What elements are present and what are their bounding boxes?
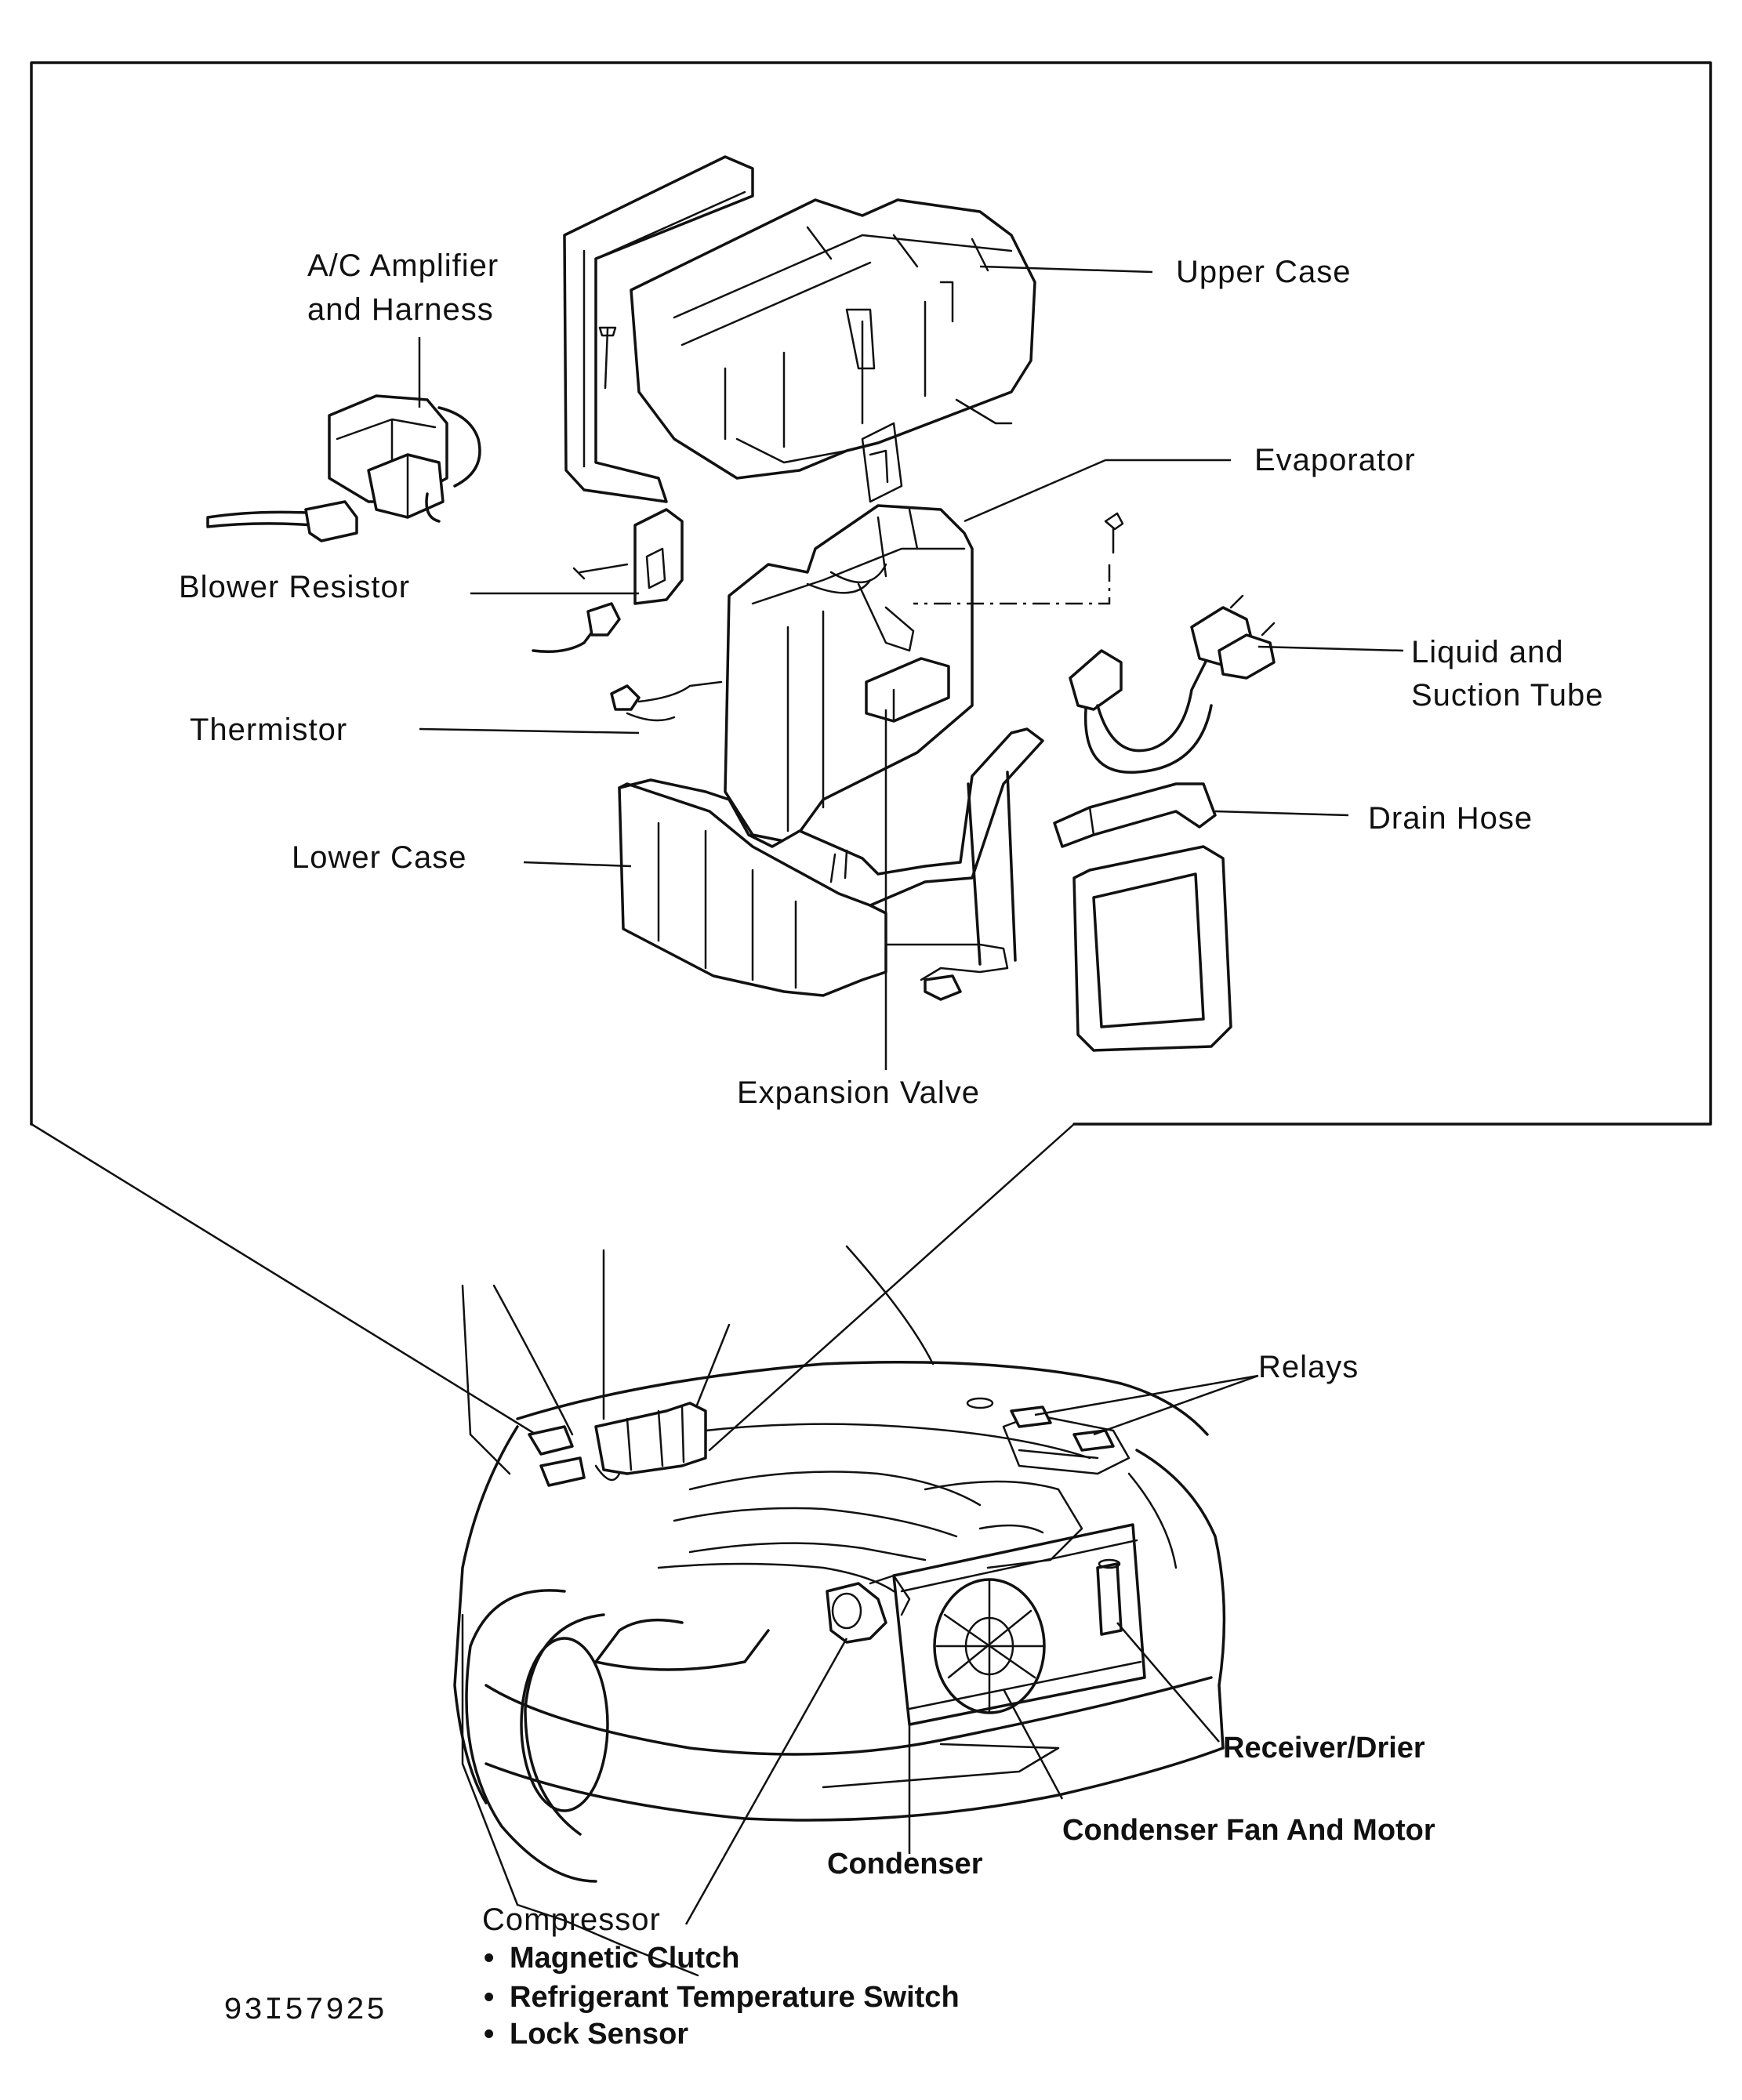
label-liquid-suction-line1: Liquid and xyxy=(1411,635,1564,669)
compressor-bullet-3: • xyxy=(484,2018,494,2051)
compressor-part-refrigerant-temp-switch: Refrigerant Temperature Switch xyxy=(510,1981,960,2014)
label-blower-resistor: Blower Resistor xyxy=(179,570,410,604)
label-ac-amplifier-line1: A/C Amplifier xyxy=(307,248,499,283)
compressor-part-magnetic-clutch: Magnetic Clutch xyxy=(510,1942,739,1975)
label-condenser: Condenser xyxy=(827,1848,983,1881)
compressor-part-lock-sensor: Lock Sensor xyxy=(510,2018,688,2051)
label-evaporator: Evaporator xyxy=(1254,443,1416,477)
thermistor-drawing xyxy=(419,680,723,734)
label-drain-hose: Drain Hose xyxy=(1368,801,1533,836)
ac-amplifier-drawing xyxy=(206,337,481,542)
drain-hose-drawing xyxy=(1053,782,1349,848)
label-condenser-fan-motor: Condenser Fan And Motor xyxy=(1062,1814,1435,1847)
label-ac-amplifier-line2: and Harness xyxy=(307,292,494,327)
seal-frame-drawing xyxy=(1072,845,1232,1052)
callout-lines xyxy=(30,1123,1076,1452)
label-lower-case: Lower Case xyxy=(292,840,466,875)
label-expansion-valve: Expansion Valve xyxy=(737,1075,980,1110)
upper-case-drawing xyxy=(563,155,1153,503)
blower-resistor-drawing xyxy=(470,508,684,653)
liquid-suction-tube-drawing xyxy=(1069,594,1404,774)
evaporator-screw xyxy=(913,512,1124,605)
compressor-bullet-1: • xyxy=(484,1942,494,1975)
label-upper-case: Upper Case xyxy=(1176,255,1351,289)
car-leaders xyxy=(684,1374,1259,1925)
evaporator-drawing xyxy=(724,422,1231,844)
label-compressor: Compressor xyxy=(482,1902,661,1937)
label-thermistor: Thermistor xyxy=(190,713,347,747)
compressor-bullet-2: • xyxy=(484,1981,494,2014)
label-relays: Relays xyxy=(1258,1350,1359,1384)
figure-code: 93I57925 xyxy=(223,1993,387,2029)
label-receiver-drier: Receiver/Drier xyxy=(1223,1732,1425,1765)
label-liquid-suction-line2: Suction Tube xyxy=(1411,678,1604,713)
